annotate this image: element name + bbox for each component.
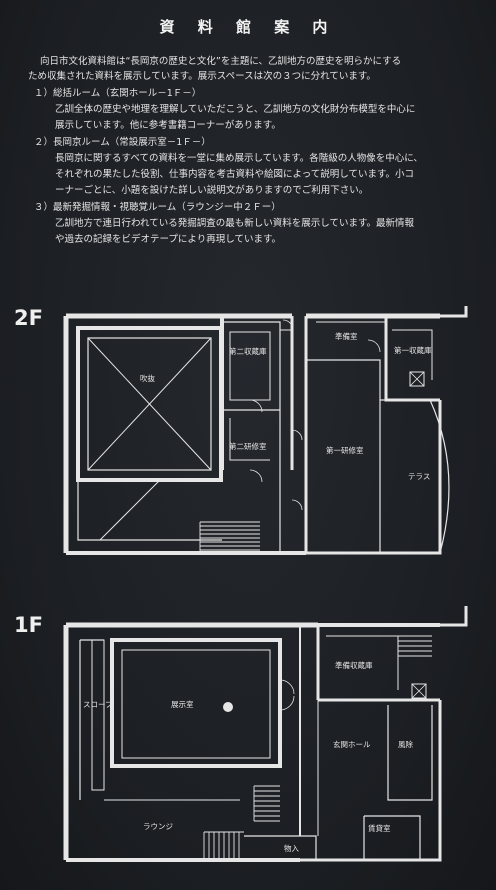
room-lounge: ラウンジ bbox=[143, 822, 173, 831]
section-heading: １）総括ルーム（玄関ホール－1Ｆ－） bbox=[34, 88, 202, 99]
page-title: 資 料 館 案 内 bbox=[159, 18, 337, 36]
room-slope: スロープ bbox=[83, 700, 113, 709]
section-heading: ２）長岡京ルーム（常設展示室－1Ｆ－） bbox=[34, 137, 211, 148]
room-training-1: 第一研修室 bbox=[326, 445, 364, 455]
room-prep-storage: 準備収蔵庫 bbox=[335, 660, 373, 670]
room-terrace: テラス bbox=[408, 472, 430, 481]
room-loading: 物入 bbox=[284, 843, 299, 853]
floor-2-plan: 吹抜 第二収蔵庫 第二研修室 bbox=[63, 306, 468, 555]
room-exhibition: 展示室 bbox=[171, 699, 194, 709]
room-storage-1: 第一収蔵庫 bbox=[394, 345, 432, 355]
section-line: 乙訓地方で連日行われている発掘調査の最も新しい資料を展示しています。最新情報 bbox=[55, 218, 415, 229]
room-storage-2: 第二収蔵庫 bbox=[229, 346, 267, 356]
section-line: 長岡京に関するすべての資料を一堂に集め展示しています。各階級の人物像を中心に、 bbox=[55, 153, 423, 164]
section-line: や過去の記録をビデオテープにより再現しています。 bbox=[55, 234, 282, 245]
section-heading: ３）最新発掘情報・視聴覚ルーム（ラウンジー中２Ｆー） bbox=[34, 202, 281, 213]
room-training-2: 第二研修室 bbox=[229, 441, 267, 451]
section-line: 乙訓全体の歴史や地理を理解していただこうと、乙訓地方の文化財分布模型を中心に bbox=[55, 104, 416, 115]
room-entrance-hall: 玄関ホール bbox=[333, 739, 371, 749]
section-line: ーナーごとに、小題を設けた詳しい説明文がありますのでご利用下さい。 bbox=[55, 185, 369, 196]
section-line: それぞれの果たした役割、仕事内容を考古資料や絵図によって説明しています。小コ bbox=[55, 169, 415, 180]
floor-1-plan: スロープ 展示室 bbox=[63, 606, 468, 862]
floor-1-label: 1F bbox=[14, 613, 43, 637]
room-windbreak: 風除 bbox=[398, 739, 413, 749]
intro-line: ため収集された資料を展示しています。展示スペースは次の３つに分れています。 bbox=[28, 71, 376, 82]
floor-2-label: 2F bbox=[14, 306, 43, 330]
section-line: 展示しています。他に参考書籍コーナーがあります。 bbox=[55, 120, 281, 131]
intro-line: 向日市文化資料館は“長岡京の歴史と文化”を主題に、乙訓地方の歴史を明らかにする bbox=[40, 56, 402, 67]
room-atrium: 吹抜 bbox=[140, 373, 155, 383]
room-prep: 準備室 bbox=[335, 331, 358, 341]
room-office: 賃貸室 bbox=[368, 823, 391, 833]
